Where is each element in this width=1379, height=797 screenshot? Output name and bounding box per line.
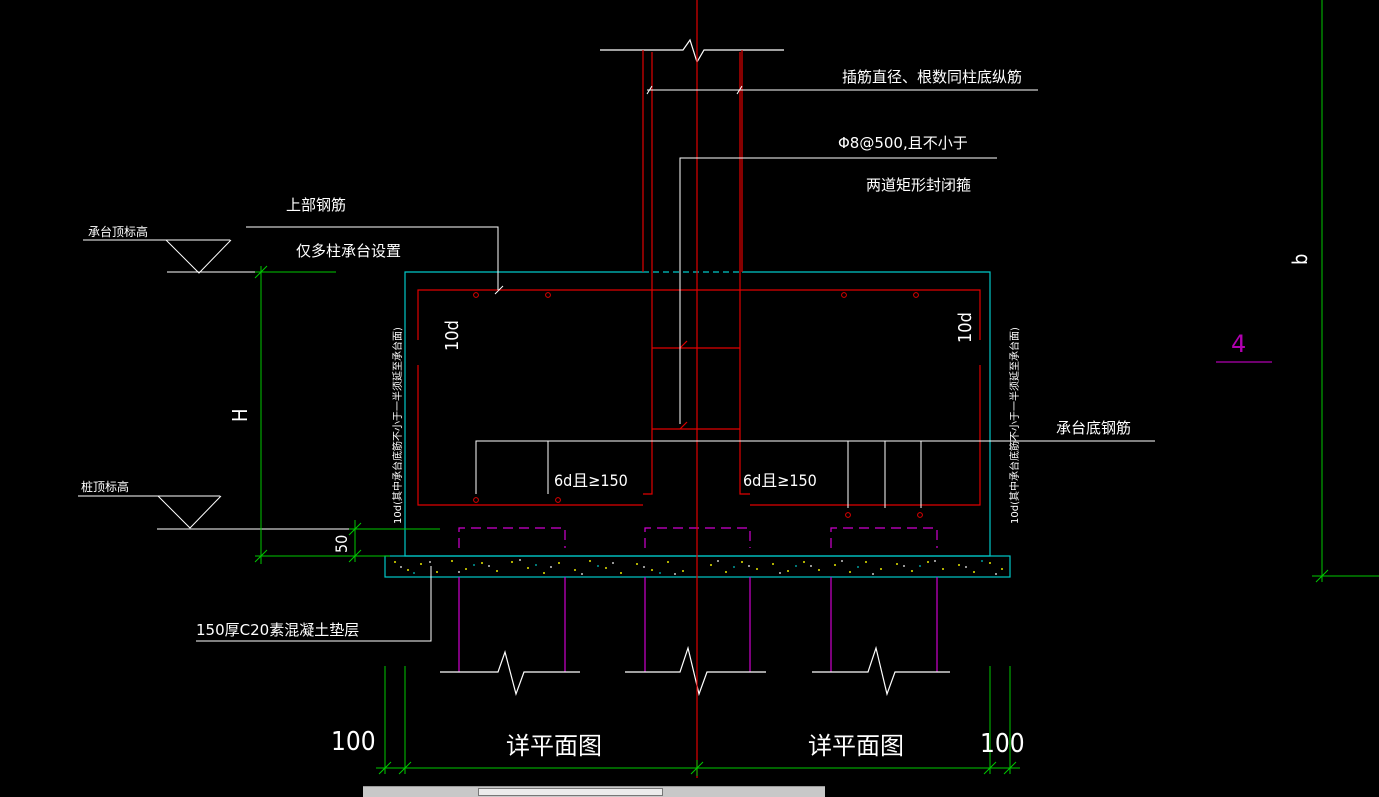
anchor-right-10d: 10d [955, 312, 976, 343]
cap-rebar [417, 289, 981, 506]
cap-top-elevation-label: 承台顶标高 [88, 224, 148, 239]
dimension-left-100: 100 [331, 727, 376, 757]
top-rebar-label: 上部钢筋 [286, 196, 346, 214]
leader-lines [196, 85, 1155, 642]
rebar-dots [473, 292, 923, 518]
break-symbols [440, 38, 950, 697]
top-rebar-note: 仅多柱承台设置 [296, 242, 401, 260]
dimension-lines [254, 0, 1379, 776]
pile-right [830, 527, 938, 672]
column-rebar [642, 50, 750, 495]
side-note-left: 10d(其中承台底筋不小于一半须延至承台面) [391, 327, 404, 524]
anchor-left-10d: 10d [442, 320, 463, 351]
dimension-right-100: 100 [980, 729, 1025, 759]
spacing-right-label: 6d且≥150 [743, 471, 817, 490]
dowel-bars-label: 插筋直径、根数同柱底纵筋 [842, 68, 1022, 86]
status-bar [363, 786, 825, 797]
dimension-50: 50 [332, 535, 351, 553]
pile-left [458, 527, 566, 672]
plan-ref-right: 详平面图 [808, 732, 904, 760]
status-bar-field[interactable] [478, 788, 663, 796]
cushion-label: 150厚C20素混凝土垫层 [196, 621, 359, 639]
height-dimension-h: H [228, 408, 252, 422]
side-note-right: 10d(其中承台底筋不小于一半须延至承台面) [1008, 327, 1021, 524]
pile-top-elevation-label: 桩顶标高 [81, 479, 129, 494]
stirrup-spec-label: Φ8@500,且不小于 [838, 134, 968, 152]
width-dimension-b: b [1288, 254, 1312, 265]
section-number: 4 [1231, 330, 1246, 358]
plan-ref-left: 详平面图 [506, 732, 602, 760]
pile-top-elevation-marker [78, 495, 440, 530]
cap-bottom-rebar-label: 承台底钢筋 [1056, 419, 1131, 437]
stirrup-desc-label: 两道矩形封闭箍 [866, 176, 971, 194]
spacing-left-label: 6d且≥150 [554, 471, 628, 490]
